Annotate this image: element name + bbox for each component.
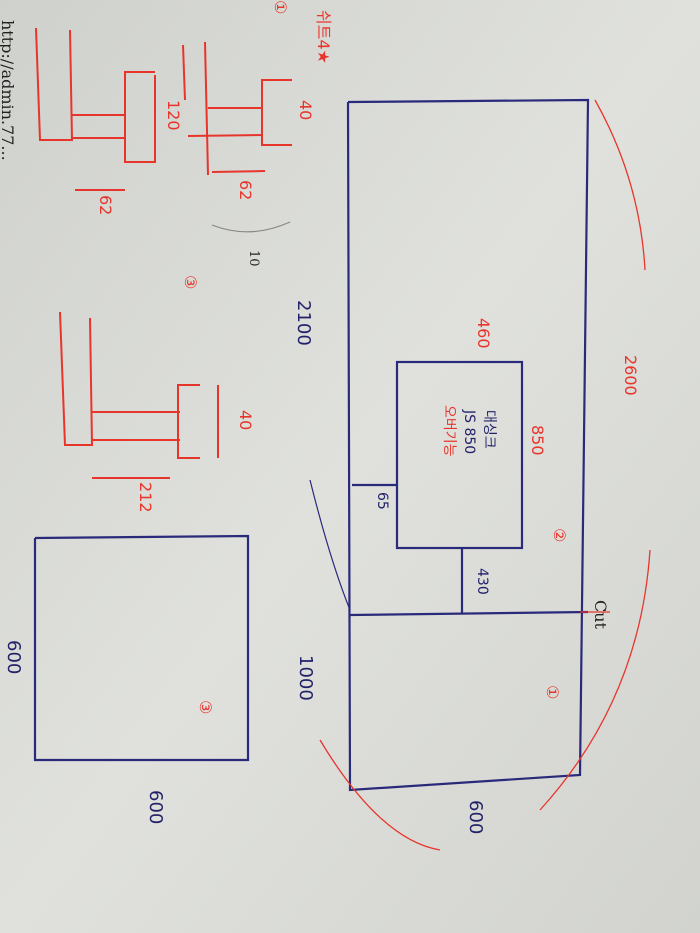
profile-1-thickness: 40 (296, 100, 315, 120)
front-gap: 65 (374, 492, 390, 510)
corner-note: 쉬트4★ (314, 10, 333, 64)
counter-outline (346, 98, 590, 792)
sink-label: 대싱크 (481, 410, 497, 449)
square-panel: ③ 600 600 (3, 534, 250, 824)
sink-model: JS 850 (461, 409, 477, 454)
profile-3-thickness: 40 (236, 410, 255, 430)
sink-note: 오버기능 (441, 405, 457, 457)
section-1-label: ① (543, 685, 562, 699)
square-width: 600 (3, 640, 24, 674)
profile-2-thickness: 120 (164, 100, 183, 131)
lower-length: 1000 (295, 655, 316, 701)
gap-to-edge: 430 (474, 568, 490, 595)
sink-depth: 460 (474, 318, 493, 349)
sink-outline (395, 360, 524, 550)
profile-3-label: ③ (181, 275, 200, 289)
profile-3-offset: 212 (136, 482, 155, 513)
cut-label: Cut (591, 600, 610, 630)
square-label: ③ (196, 700, 215, 714)
overall-length: 2600 (621, 355, 640, 396)
section-2-label: ② (550, 528, 569, 542)
sink-width: 850 (528, 425, 547, 456)
lower-depth: 600 (465, 800, 486, 834)
counter-plan: 2600 2100 1000 600 Cut ① ② 대싱크 JS 850 오버… (293, 98, 651, 851)
profile-2-offset: 62 (96, 195, 115, 215)
square-height: 600 (145, 790, 166, 824)
profile-1-label: ① (271, 0, 290, 14)
edge-profiles: 120 62 40 62 ① 10 ③ 40 212 (35, 0, 315, 513)
overall-depth: 2100 (293, 300, 314, 346)
cut-line (349, 610, 589, 617)
profile-3-note: 10 (246, 250, 261, 267)
profile-1-offset: 62 (236, 180, 255, 200)
header-url: http://admin.77... (0, 20, 17, 161)
